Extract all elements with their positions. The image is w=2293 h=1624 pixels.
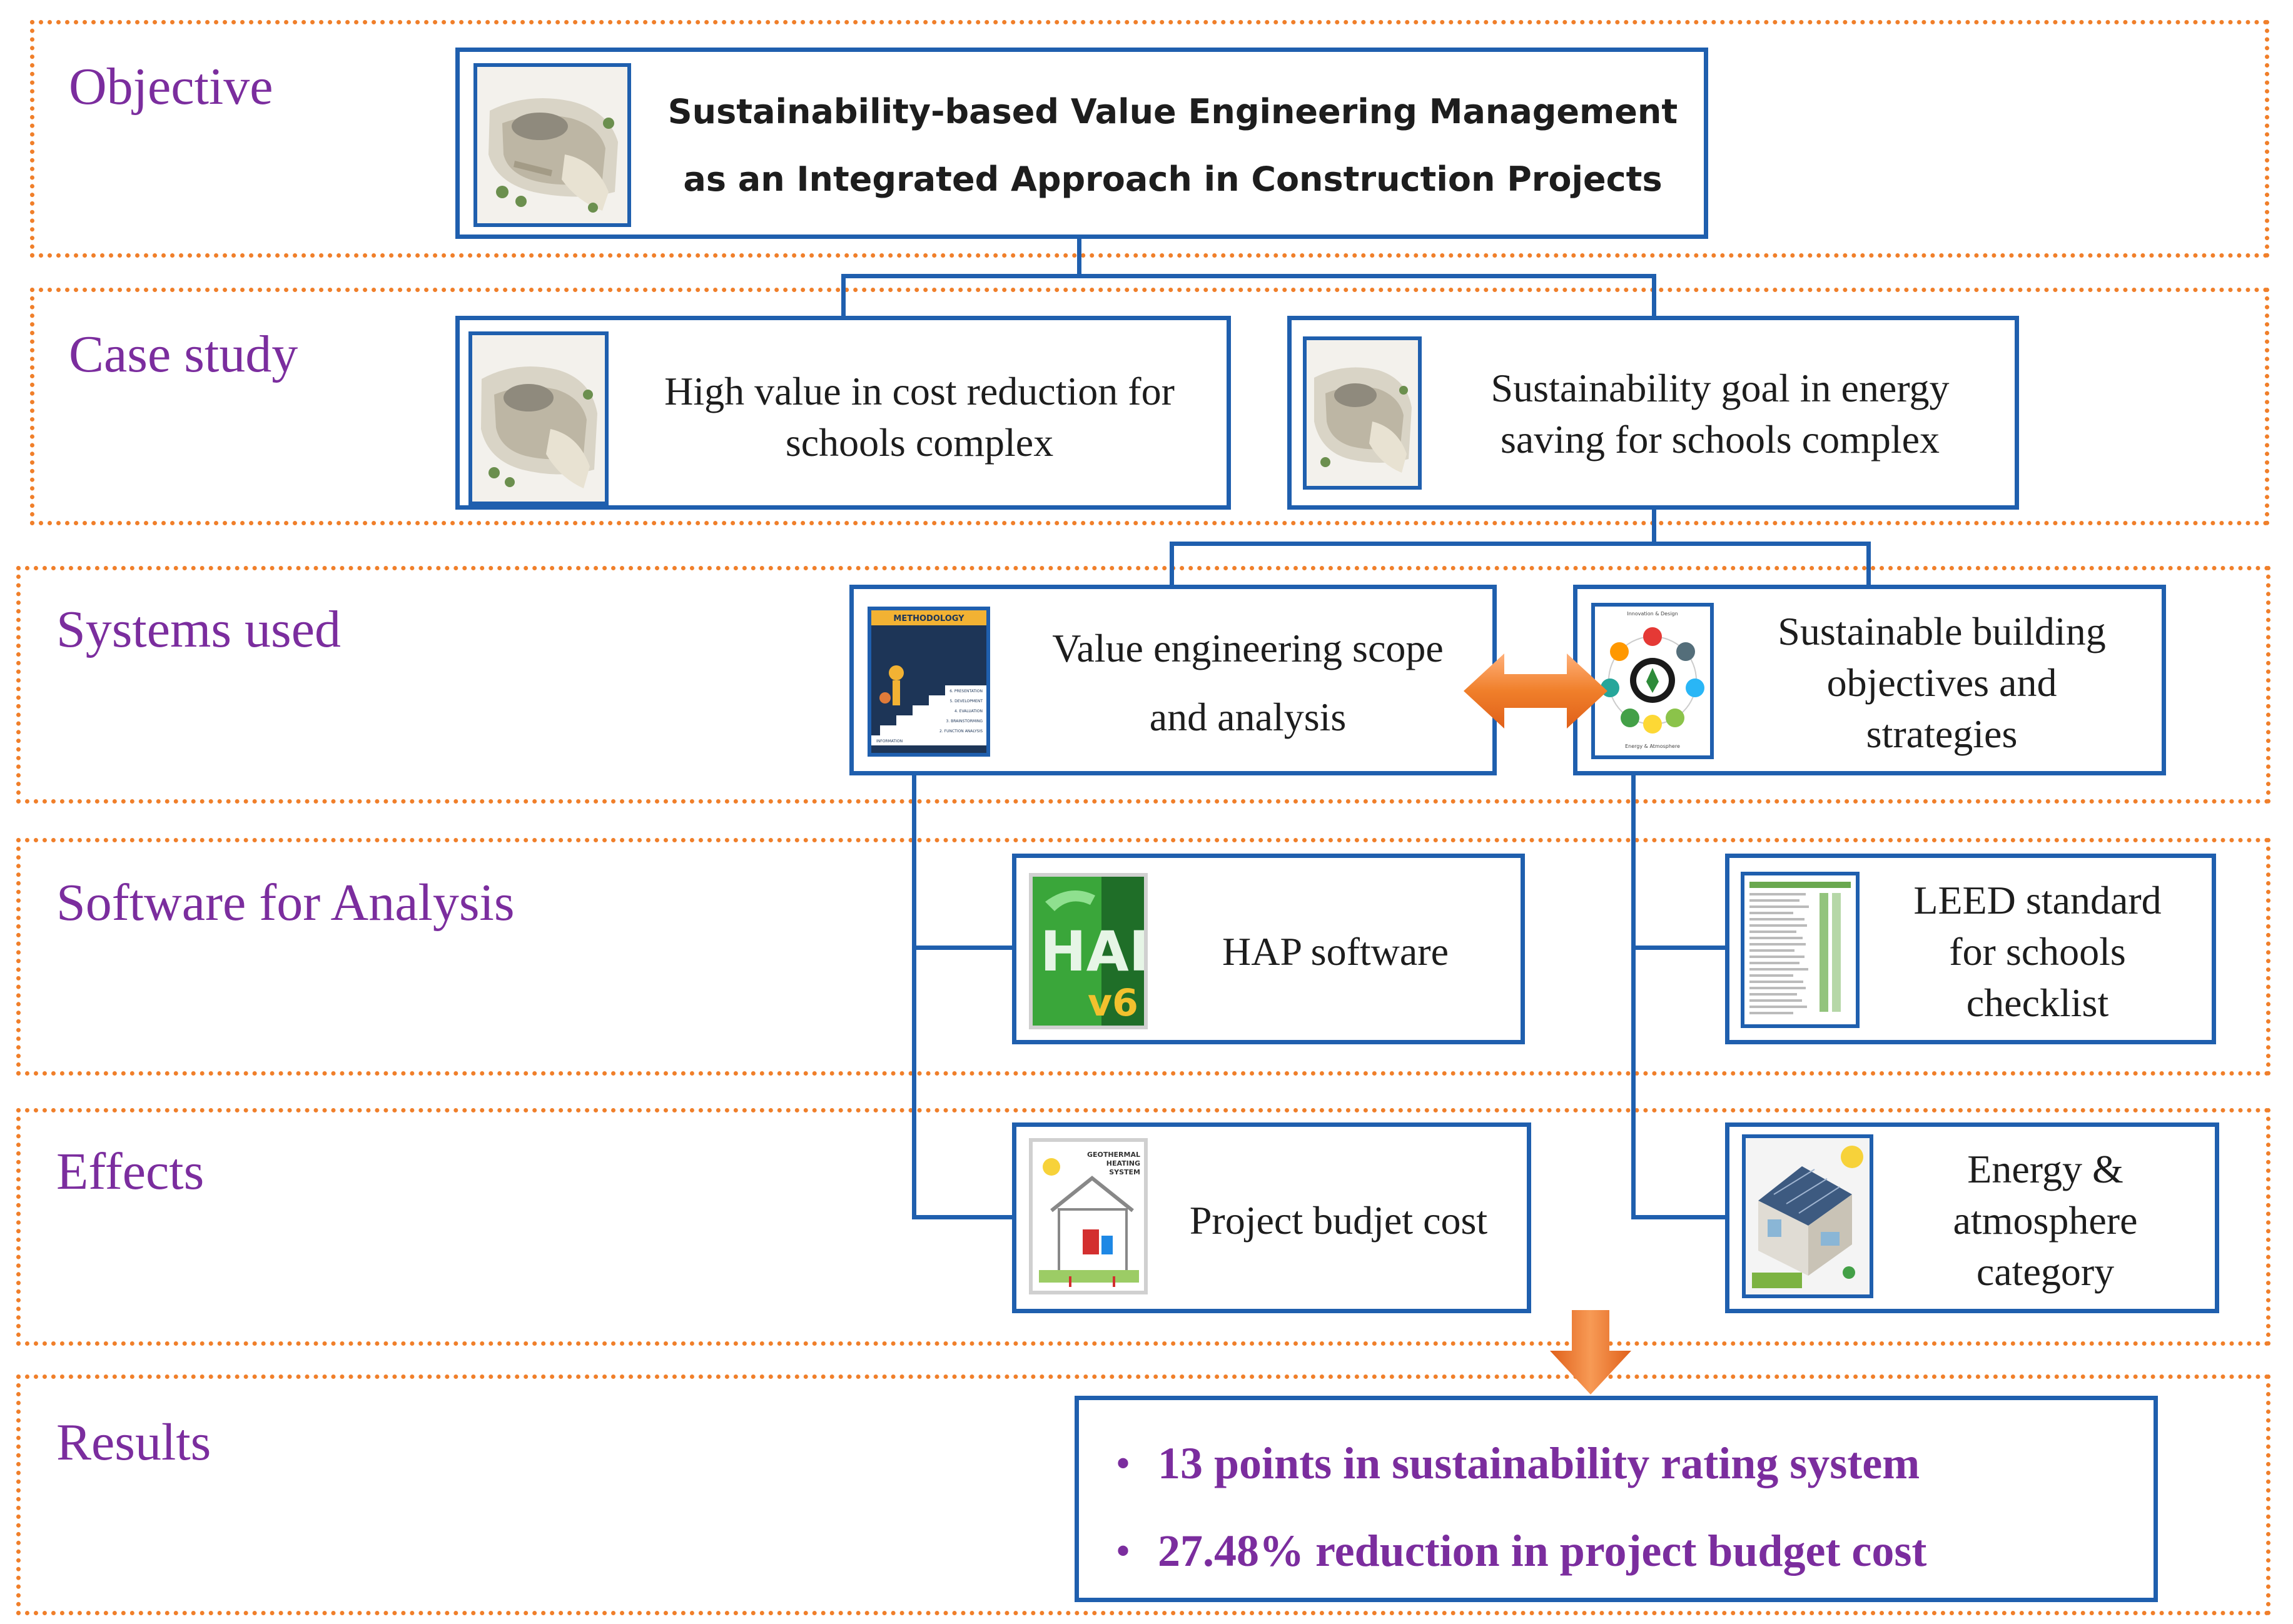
band-software [16,838,2270,1076]
geothermal-label-1: GEOTHERMAL [1087,1151,1140,1159]
geothermal-thumbnail: GEOTHERMAL HEATING SYSTEM [1029,1138,1148,1294]
bidirectional-arrow-icon [1464,650,1607,732]
methodology-step-5: 2. FUNCTION ANALYSIS [939,729,983,734]
band-label-results: Results [56,1413,211,1471]
hap-logo-thumbnail: HAP v6 [1029,873,1148,1029]
connector-systems-horizontal [1170,542,1871,546]
geothermal-label-3: SYSTEM [1109,1168,1140,1176]
systems-left-text: Value engineering scope and analysis [1004,602,1492,764]
methodology-step-4: 3. BRAINSTORMING [946,719,983,724]
systems-left-line1: Value engineering scope [1052,626,1444,670]
budget-cost-label: Project budjet cost [1189,1198,1488,1243]
systems-left-box: METHODOLOGY 6. PRESENTATION 5. DEVELOPME… [849,585,1497,775]
band-label-software: Software for Analysis [56,874,515,932]
band-results [16,1374,2270,1615]
band-label-objective: Objective [69,58,273,116]
energy-atmosphere-line3: category [1976,1249,2115,1294]
hap-version-text: v6 [1088,981,1138,1025]
results-box: • 13 points in sustainability rating sys… [1075,1396,2158,1602]
results-bullet-1: • [1116,1443,1130,1484]
wheel-label-bottom: Energy & Atmosphere [1625,744,1680,749]
leed-checklist-line3: checklist [1966,981,2109,1025]
checklist-thumbnail [1741,872,1860,1028]
case-study-right-line2: saving for schools complex [1500,417,1940,461]
connector-systems-left-drop [1170,542,1174,585]
objective-title-line2: as an Integrated Approach in Constructio… [683,159,1663,199]
results-bullet-2: • [1116,1530,1130,1571]
systems-right-text: Sustainable building objectives and stra… [1721,602,2162,764]
hap-software-label: HAP software [1222,929,1449,974]
methodology-thumbnail: METHODOLOGY 6. PRESENTATION 5. DEVELOPME… [868,607,990,757]
connector-systems-up [1652,507,1656,544]
hap-logo-text: HAP [1040,919,1144,984]
systems-right-line3: strategies [1866,712,2018,756]
energy-atmosphere-line2: atmosphere [1953,1198,2138,1243]
connector-systems-right-drop [1866,542,1871,585]
connector-left-budget [912,1215,1012,1219]
budget-cost-box: GEOTHERMAL HEATING SYSTEM Project budjet… [1012,1122,1531,1313]
energy-atmosphere-box: Energy & atmosphere category [1725,1122,2219,1313]
objective-box: Sustainability-based Value Engineering M… [455,48,1708,239]
band-label-systems-used: Systems used [56,600,342,658]
band-objective [30,20,2269,258]
case-study-left-box: High value in cost reduction for schools… [455,316,1231,510]
connector-left-hap [912,946,1012,950]
case-study-left-line2: schools complex [785,420,1054,465]
hap-software-box: HAP v6 HAP software [1012,854,1525,1044]
results-item-2-text: 27.48% reduction in project budget cost [1158,1526,1927,1576]
band-systems-used [16,566,2270,804]
objective-title-line1: Sustainability-based Value Engineering M… [667,92,1678,131]
methodology-step-3: 4. EVALUATION [954,709,983,714]
methodology-step-6: INFORMATION [876,739,903,744]
down-arrow-icon [1550,1310,1631,1395]
energy-atmosphere-line1: Energy & [1967,1147,2123,1191]
connector-right-leed [1631,946,1725,950]
systems-left-line2: and analysis [1149,695,1347,739]
case-study-right-line1: Sustainability goal in energy [1491,366,1950,410]
energy-atmosphere-text: Energy & atmosphere category [1876,1139,2214,1302]
methodology-step-2: 5. DEVELOPMENT [949,699,983,704]
case-study-left-line1: High value in cost reduction for [664,369,1175,413]
leed-checklist-line2: for schools [1949,929,2126,974]
methodology-step-1: 6. PRESENTATION [949,689,983,693]
leed-checklist-text: LEED standard for schools checklist [1861,870,2214,1033]
band-label-effects: Effects [56,1142,205,1201]
wheel-label-top: Innovation & Design [1627,611,1678,617]
connector-case-left-drop [841,274,846,318]
connector-case-horizontal [841,274,1656,278]
results-item-2: • 27.48% reduction in project budget cos… [1116,1525,1926,1577]
results-item-1-text: 13 points in sustainability rating syste… [1158,1438,1920,1488]
building-thumbnail [468,331,609,505]
objective-title: Sustainability-based Value Engineering M… [647,71,1698,221]
leed-checklist-line1: LEED standard [1913,878,2162,922]
connector-right-trunk [1631,775,1636,1219]
results-item-1: • 13 points in sustainability rating sys… [1116,1438,1920,1490]
connector-right-energy [1631,1215,1725,1219]
systems-right-line2: objectives and [1826,660,2057,705]
band-label-case-study: Case study [69,325,298,383]
systems-right-box: Innovation & Design Energy & Atmosphere … [1573,585,2166,775]
case-study-right-box: Sustainability goal in energy saving for… [1287,316,2019,510]
building-thumbnail [1303,336,1422,490]
solar-house-thumbnail [1742,1134,1873,1298]
band-effects [16,1108,2270,1346]
building-thumbnail [473,63,631,227]
geothermal-label-2: HEATING [1106,1159,1140,1168]
leed-checklist-box: LEED standard for schools checklist [1725,854,2216,1044]
case-study-left-text: High value in cost reduction for schools… [610,333,1229,502]
leed-wheel-thumbnail: Innovation & Design Energy & Atmosphere [1591,603,1714,759]
band-case-study [30,288,2269,525]
connector-case-right-drop [1652,274,1656,318]
methodology-title: METHODOLOGY [893,614,964,623]
case-study-right-text: Sustainability goal in energy saving for… [1423,333,2017,495]
systems-right-line1: Sustainable building [1778,609,2106,653]
connector-objective-down [1077,239,1081,276]
connector-left-trunk [912,775,916,1219]
